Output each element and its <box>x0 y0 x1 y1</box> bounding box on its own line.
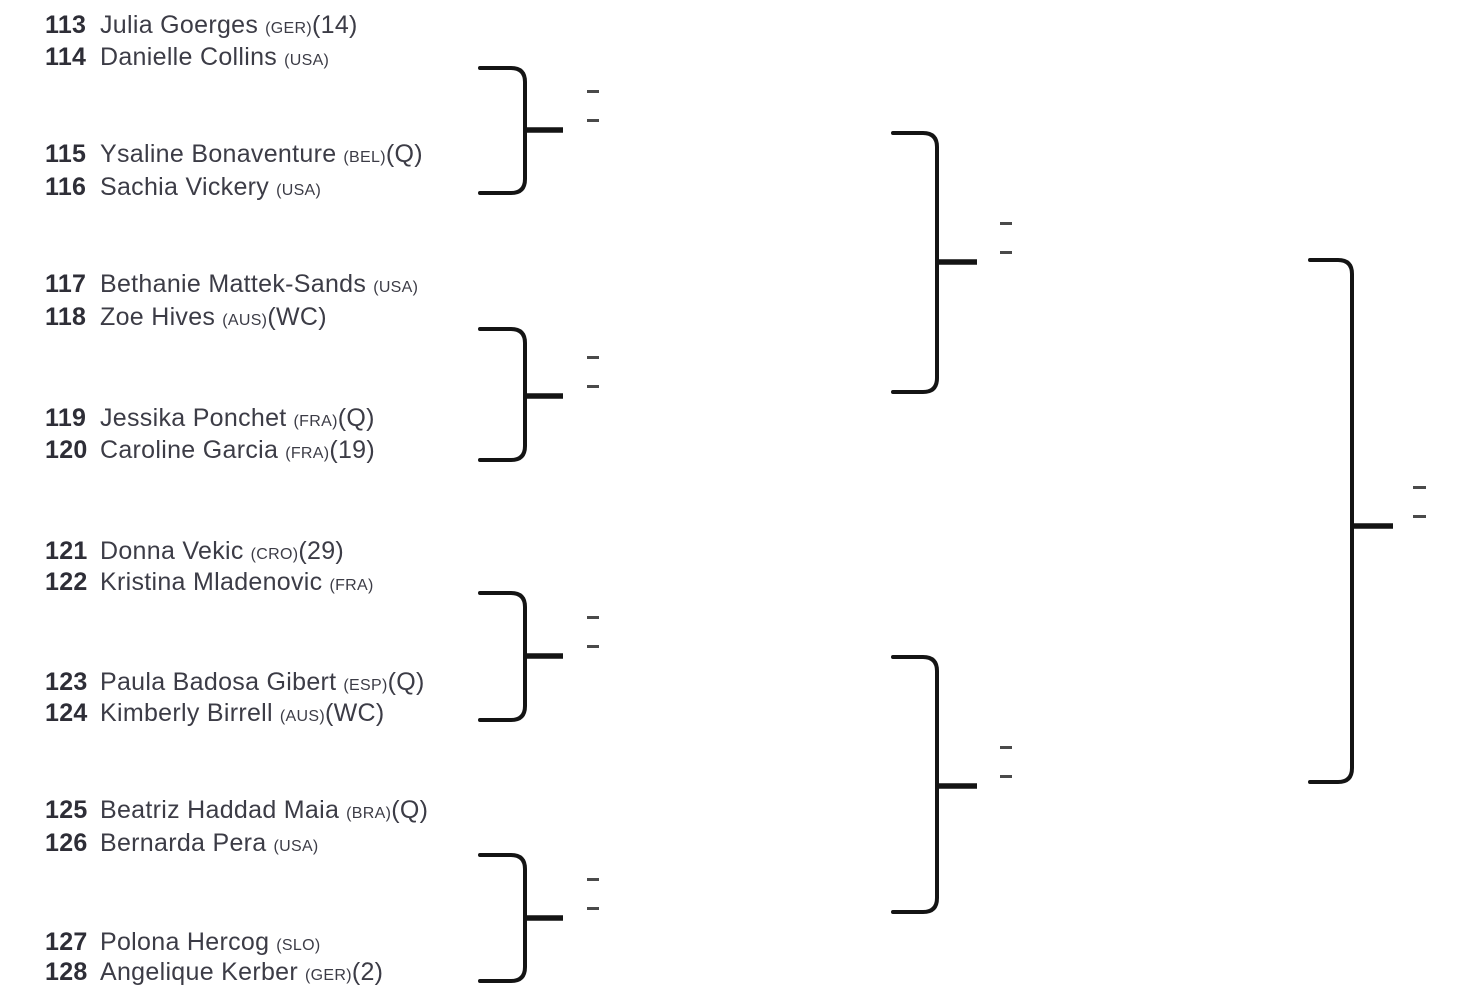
draw-number: 127 <box>45 928 88 956</box>
draw-number: 119 <box>45 404 87 432</box>
draw-number: 115 <box>45 140 87 168</box>
player-name: Julia Goerges <box>100 11 259 39</box>
winner-placeholder-dash <box>1000 746 1012 749</box>
draw-number: 126 <box>45 829 88 857</box>
player-row-113: 113 Julia Goerges (GER)(14) <box>45 12 358 39</box>
player-seed: (Q) <box>337 404 375 432</box>
player-country: (FRA) <box>285 445 330 462</box>
player-row-116: 116 Sachia Vickery (USA) <box>45 174 321 201</box>
player-row-127: 127 Polona Hercog (SLO) <box>45 929 320 956</box>
player-name: Angelique Kerber <box>100 958 298 986</box>
draw-number: 117 <box>45 270 87 298</box>
player-seed: (29) <box>298 537 345 565</box>
draw-number: 118 <box>45 303 87 331</box>
player-seed: (14) <box>311 11 358 39</box>
player-name: Beatriz Haddad Maia <box>100 796 340 824</box>
player-row-114: 114 Danielle Collins (USA) <box>45 44 329 71</box>
player-seed: (Q) <box>387 668 425 696</box>
player-row-115: 115 Ysaline Bonaventure (BEL)(Q) <box>45 141 423 168</box>
player-seed: (2) <box>351 958 384 986</box>
winner-placeholder-dash <box>1413 486 1426 489</box>
player-name: Danielle Collins <box>100 43 278 71</box>
player-row-123: 123 Paula Badosa Gibert (ESP)(Q) <box>45 669 425 696</box>
player-row-121: 121 Donna Vekic (CRO)(29) <box>45 538 344 565</box>
player-row-128: 128 Angelique Kerber (GER)(2) <box>45 959 383 986</box>
player-country: (AUS) <box>222 312 268 329</box>
round1-bracket-3 <box>478 591 527 722</box>
draw-number: 128 <box>45 958 88 986</box>
draw-number: 122 <box>45 568 88 596</box>
round3-bracket-1 <box>1308 258 1354 784</box>
player-row-117: 117 Bethanie Mattek-Sands (USA) <box>45 271 418 298</box>
player-country: (BEL) <box>343 149 386 166</box>
player-seed: (Q) <box>385 140 423 168</box>
player-row-126: 126 Bernarda Pera (USA) <box>45 830 319 857</box>
player-row-118: 118 Zoe Hives (AUS)(WC) <box>45 304 327 331</box>
player-country: (USA) <box>276 182 322 199</box>
winner-placeholder-dash <box>1000 251 1012 254</box>
round1-bracket-1 <box>478 66 527 195</box>
draw-number: 125 <box>45 796 88 824</box>
player-country: (SLO) <box>276 937 321 954</box>
round2-bracket-2 <box>891 655 939 914</box>
draw-number: 116 <box>45 173 87 201</box>
player-country: (ESP) <box>343 677 388 694</box>
player-row-119: 119 Jessika Ponchet (FRA)(Q) <box>45 405 375 432</box>
player-country: (CRO) <box>250 546 299 563</box>
winner-placeholder-dash <box>1000 222 1012 225</box>
winner-placeholder-dash <box>587 90 599 93</box>
winner-placeholder-dash <box>587 907 599 910</box>
player-seed: (Q) <box>391 796 429 824</box>
player-name: Kristina Mladenovic <box>100 568 323 596</box>
winner-placeholder-dash <box>587 385 599 388</box>
player-name: Jessika Ponchet <box>100 404 287 432</box>
player-country: (USA) <box>273 838 319 855</box>
winner-placeholder-dash <box>587 645 599 648</box>
player-seed: (WC) <box>324 699 385 727</box>
player-country: (USA) <box>284 52 330 69</box>
player-country: (USA) <box>373 279 419 296</box>
winner-placeholder-dash <box>587 356 599 359</box>
player-seed: (19) <box>329 436 376 464</box>
draw-number: 113 <box>45 11 87 39</box>
round1-bracket-4 <box>478 853 527 983</box>
player-row-122: 122 Kristina Mladenovic (FRA) <box>45 569 374 596</box>
winner-placeholder-dash <box>587 878 599 881</box>
player-name: Sachia Vickery <box>100 173 270 201</box>
draw-number: 124 <box>45 699 88 727</box>
round1-bracket-2 <box>478 327 527 462</box>
draw-number: 123 <box>45 668 88 696</box>
player-row-125: 125 Beatriz Haddad Maia (BRA)(Q) <box>45 797 428 824</box>
draw-number: 114 <box>45 43 87 71</box>
player-country: (FRA) <box>293 413 338 430</box>
winner-placeholder-dash <box>1413 515 1426 518</box>
player-country: (FRA) <box>329 577 374 594</box>
winner-placeholder-dash <box>587 119 599 122</box>
player-name: Caroline Garcia <box>100 436 279 464</box>
player-country: (AUS) <box>279 708 325 725</box>
winner-placeholder-dash <box>587 616 599 619</box>
winner-placeholder-dash <box>1000 775 1012 778</box>
player-country: (GER) <box>265 20 312 37</box>
player-name: Paula Badosa Gibert <box>100 668 337 696</box>
draw-number: 121 <box>45 537 88 565</box>
player-name: Bethanie Mattek-Sands <box>100 270 367 298</box>
draw-number: 120 <box>45 436 88 464</box>
player-name: Kimberly Birrell <box>100 699 273 727</box>
player-name: Polona Hercog <box>100 928 270 956</box>
player-row-124: 124 Kimberly Birrell (AUS)(WC) <box>45 700 384 727</box>
player-row-120: 120 Caroline Garcia (FRA)(19) <box>45 437 375 464</box>
player-country: (BRA) <box>346 805 392 822</box>
player-country: (GER) <box>305 967 352 984</box>
player-seed: (WC) <box>267 303 327 331</box>
player-name: Zoe Hives <box>100 303 216 331</box>
round2-bracket-1 <box>891 131 939 394</box>
player-name: Ysaline Bonaventure <box>100 140 337 168</box>
player-name: Donna Vekic <box>100 537 244 565</box>
player-name: Bernarda Pera <box>100 829 267 857</box>
